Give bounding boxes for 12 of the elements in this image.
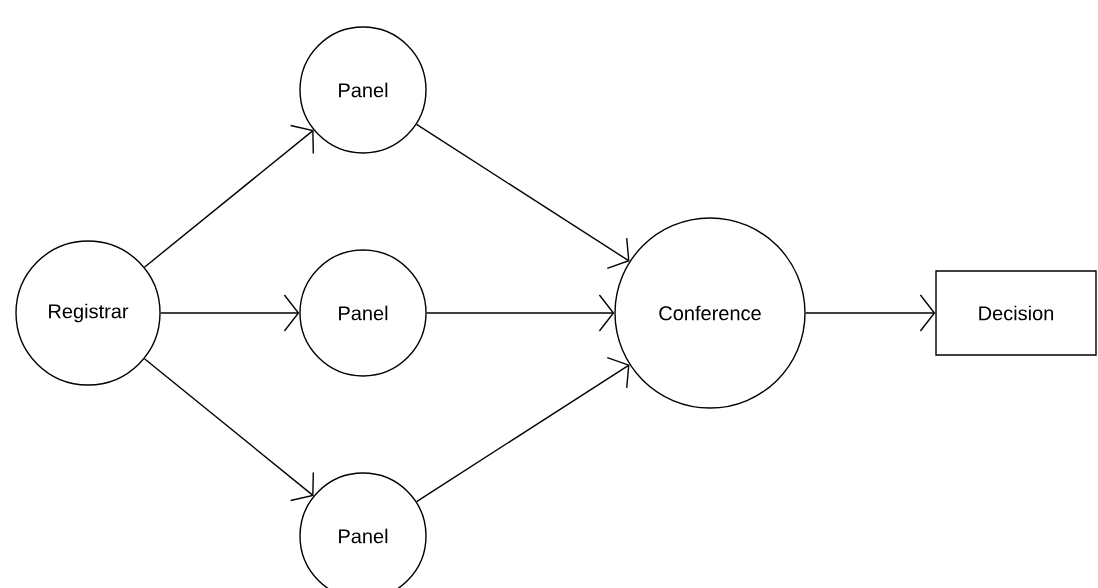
arrow bbox=[415, 356, 630, 503]
circle-node: Panel bbox=[299, 249, 427, 377]
arrow bbox=[143, 358, 314, 502]
arrow bbox=[805, 294, 936, 332]
process-box: Decision bbox=[935, 270, 1097, 356]
arrow bbox=[143, 124, 314, 268]
circle-node: Registrar bbox=[15, 240, 161, 386]
circle-node: Panel bbox=[299, 26, 427, 154]
arrow bbox=[426, 294, 615, 332]
arrow bbox=[160, 294, 300, 332]
circle-node: Conference bbox=[614, 217, 806, 409]
arrow bbox=[415, 123, 630, 270]
